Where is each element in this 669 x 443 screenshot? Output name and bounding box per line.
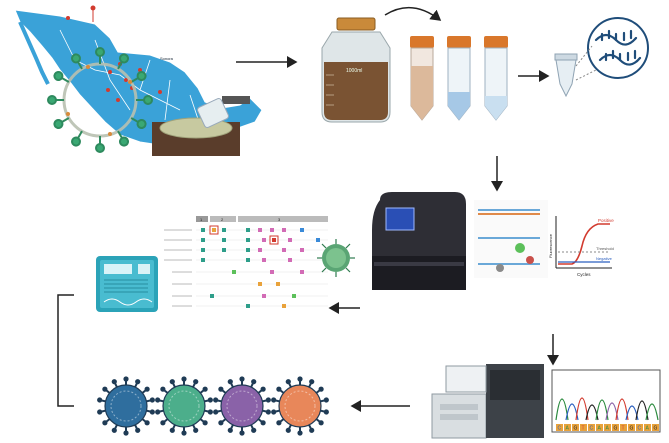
pcr-schematic-icon (474, 200, 548, 278)
base-box (564, 424, 571, 431)
sample-bottle-icon: 1000ml (321, 17, 391, 123)
base-box (628, 424, 635, 431)
negative-label: Negative (596, 256, 613, 261)
y-axis-label: Fluorescence (548, 233, 553, 258)
rna-extraction-icon (554, 17, 649, 98)
base-letter: G (574, 426, 578, 432)
wastewater-sampling-icon (152, 96, 250, 156)
flow-bracket (57, 294, 74, 407)
map-state-label: Sonora (160, 56, 174, 61)
amplification-chart-icon: Positive Threshold Negative Cycles Fluor… (548, 216, 614, 277)
base-letter: T (582, 426, 585, 432)
base-box (604, 424, 611, 431)
base-box (612, 424, 619, 431)
base-box (588, 424, 595, 431)
sars-cov-2-icon (47, 47, 153, 153)
base-letter: C (558, 426, 562, 432)
base-letter: A (566, 426, 570, 432)
base-letter: G (630, 426, 634, 432)
x-axis-label: Cycles (577, 272, 591, 277)
base-letter: A (646, 426, 650, 432)
virus-variant-icon (155, 376, 213, 436)
base-box (580, 424, 587, 431)
base-box (572, 424, 579, 431)
base-letter: T (622, 426, 625, 432)
bioinformatics-icon (96, 256, 158, 312)
heatmap-col-3: 3 (278, 217, 281, 222)
base-box (652, 424, 659, 431)
base-letter: C (638, 426, 642, 432)
base-box (596, 424, 603, 431)
virus-variants (97, 376, 329, 436)
threshold-label: Threshold (596, 246, 614, 251)
heatmap-col-1: 1 (200, 217, 203, 222)
base-box (644, 424, 651, 431)
qpcr-machine-icon (372, 192, 466, 290)
base-letter: A (598, 426, 602, 432)
mutation-heatmap-icon: 1 2 3 (164, 216, 355, 308)
virus-variant-icon (213, 376, 271, 436)
base-letter: G (654, 426, 658, 432)
sequencer-icon (431, 364, 544, 439)
positive-label: Positive (598, 218, 614, 223)
base-letter: C (590, 426, 594, 432)
base-letter: A (606, 426, 610, 432)
centrifuge-tube-icon (410, 36, 508, 121)
heatmap-col-2: 2 (221, 217, 224, 222)
base-letter: G (614, 426, 618, 432)
flow-arrow-curved (384, 6, 442, 21)
virus-variant-icon (97, 376, 155, 436)
base-box (556, 424, 563, 431)
base-box (636, 424, 643, 431)
bottle-volume-label: 1000ml (346, 68, 362, 74)
virus-variant-icon (271, 376, 329, 436)
base-box (620, 424, 627, 431)
